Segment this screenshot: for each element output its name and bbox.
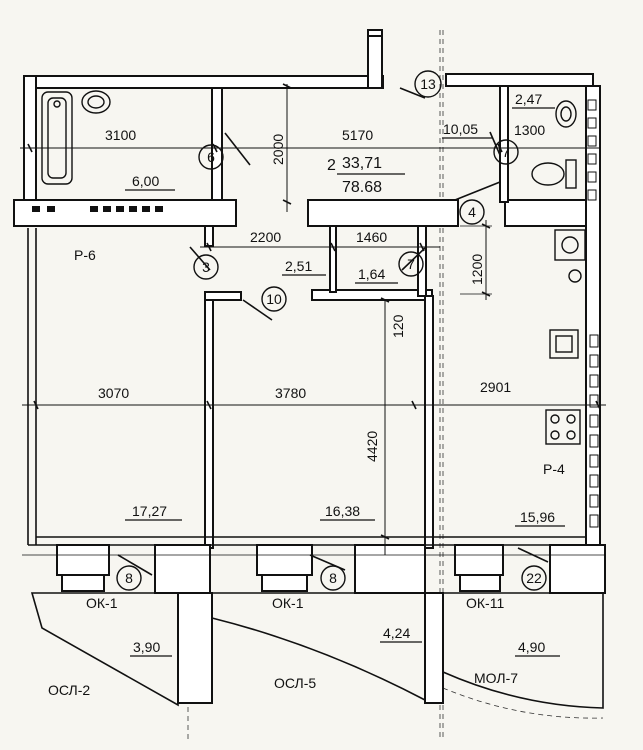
partition-120-label: 120 xyxy=(390,314,406,338)
window-openings xyxy=(56,544,606,594)
room2-width-label: 3780 xyxy=(275,385,306,401)
balcony-mol7-outline xyxy=(442,592,604,709)
wall-stub-room1 xyxy=(204,225,214,247)
bathtub xyxy=(41,91,73,185)
room-label-p4: Р-4 xyxy=(543,461,565,477)
pantry-height-label: 1200 xyxy=(469,254,485,285)
total-area-label: 78.68 xyxy=(342,179,382,196)
window-ok11: ОК-11 xyxy=(466,595,504,611)
wc-area-label: 2,47 xyxy=(515,91,542,107)
marker-13: 13 xyxy=(420,76,436,92)
window-labels: ОК-1 ОК-1 ОК-11 xyxy=(86,595,504,611)
wall-tiles xyxy=(587,99,599,528)
top-wall-right xyxy=(445,73,594,87)
balcony-osl2-area: 3,90 xyxy=(133,639,160,655)
window-ok1-middle: ОК-1 xyxy=(272,595,304,611)
closet-area-label: 2,51 xyxy=(285,258,312,274)
area-underlines xyxy=(125,107,565,657)
pantry-area-label: 1,64 xyxy=(358,266,385,282)
marker-8-middle: 8 xyxy=(329,570,337,586)
toilet-tank xyxy=(565,159,577,189)
kitchen-sink xyxy=(549,329,579,359)
kitchen-stove xyxy=(545,409,581,445)
partition-wc xyxy=(504,199,596,227)
window-ok1-left: ОК-1 xyxy=(86,595,118,611)
wc-width-label: 1300 xyxy=(514,122,545,138)
balcony-osl5-area: 4,24 xyxy=(383,625,410,641)
walls xyxy=(13,29,605,549)
balcony-osl5-name: ОСЛ-5 xyxy=(274,675,316,691)
top-wall-left xyxy=(24,75,384,89)
bathroom-sink xyxy=(81,90,111,114)
marker-4: 4 xyxy=(468,204,476,220)
washing-machine xyxy=(554,229,586,261)
dimension-lines xyxy=(20,83,606,556)
marker-10: 10 xyxy=(266,291,282,307)
room1-room2-wall xyxy=(204,299,214,549)
vent-blocks xyxy=(32,206,163,212)
left-outer-wall xyxy=(23,75,37,207)
balcony-mol7-name: МОЛ-7 xyxy=(474,670,518,686)
partition-right xyxy=(307,199,459,227)
drain xyxy=(568,269,582,283)
wc-sink xyxy=(555,100,577,128)
room1-area-label: 17,27 xyxy=(132,503,167,519)
partition-left xyxy=(13,199,237,227)
corridor-width-label: 5170 xyxy=(342,127,373,143)
marker-3: 3 xyxy=(202,259,210,275)
hall-width-label: 2200 xyxy=(250,229,281,245)
marker-22: 22 xyxy=(526,570,542,586)
pantry-left-wall xyxy=(329,225,337,293)
corridor-height-label: 2000 xyxy=(270,134,286,165)
shaft-cap xyxy=(367,29,383,37)
closet-width-label: 1460 xyxy=(356,229,387,245)
wc-left-wall xyxy=(499,85,509,203)
marker-labels: 13 6 7 4 3 7 10 8 8 22 xyxy=(125,76,542,586)
balcony-mol7-arc xyxy=(442,687,604,719)
bathroom-area-label: 6,00 xyxy=(132,173,159,189)
marker-circles xyxy=(116,70,547,591)
room2-area-label: 16,38 xyxy=(325,503,360,519)
balcony-osl2-name: ОСЛ-2 xyxy=(48,682,90,698)
room-label-p6: Р-6 xyxy=(74,247,96,263)
balcony-osl5-outline xyxy=(211,592,426,702)
kitchen-area-label: 15,96 xyxy=(520,509,555,525)
hall-partition xyxy=(204,291,242,301)
marker-8-left: 8 xyxy=(125,570,133,586)
marker-7-pantry: 7 xyxy=(407,256,415,272)
plan-labels: 3100 6,00 5170 2 33,71 78.68 2000 2,47 1… xyxy=(74,91,565,525)
balcony-mol7-area: 4,90 xyxy=(518,639,545,655)
hall-area-top-label: 10,05 xyxy=(443,121,478,137)
toilet-bowl xyxy=(531,162,565,186)
shaft-wall xyxy=(367,29,383,89)
balcony-labels: 3,90 ОСЛ-2 4,24 ОСЛ-5 4,90 МОЛ-7 xyxy=(48,625,545,698)
marker-7-wc: 7 xyxy=(502,144,510,160)
bathroom-width-label: 3100 xyxy=(105,127,136,143)
room2-height-label: 4420 xyxy=(364,431,380,462)
fixtures xyxy=(41,90,599,528)
living-area-label: 33,71 xyxy=(342,155,382,172)
apartment-number-label: 2 xyxy=(327,157,336,174)
kitchen-width-label: 2901 xyxy=(480,379,511,395)
room2-kitchen-wall xyxy=(424,295,434,549)
balconies xyxy=(30,592,604,719)
room1-width-label: 3070 xyxy=(98,385,129,401)
marker-6: 6 xyxy=(207,149,215,165)
